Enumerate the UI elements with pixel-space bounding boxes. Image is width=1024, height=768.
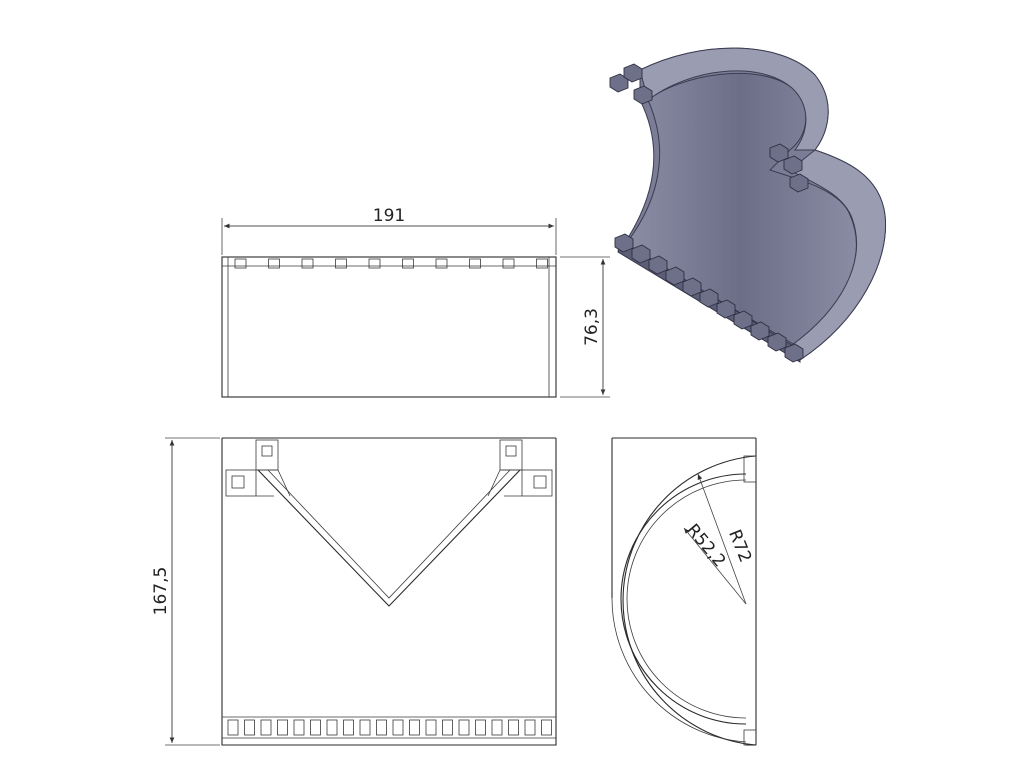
isometric-tooth: [682, 277, 702, 297]
top-view-tooth: [402, 258, 414, 269]
top-view: [221, 256, 557, 398]
isometric-tooth: [648, 255, 668, 275]
front-view-tooth: [343, 719, 354, 736]
top-view-tooth: [335, 258, 347, 269]
inner-radius-label: R52,2: [682, 520, 729, 571]
top-view-teeth: [234, 258, 548, 269]
top-view-tooth: [268, 258, 280, 269]
isometric-tooth: [614, 233, 634, 253]
isometric-bottom-teeth: [614, 233, 804, 363]
front-view-tooth: [409, 719, 420, 736]
width-dimension-label: 191: [373, 206, 405, 226]
front-view-tooth: [442, 719, 453, 736]
isometric-tooth: [633, 85, 653, 105]
front-right-joint: [487, 439, 553, 497]
front-view-teeth: [227, 719, 552, 736]
top-view-tooth: [234, 258, 247, 269]
top-view-tooth: [502, 258, 515, 269]
isometric-tooth: [750, 321, 770, 341]
isometric-tooth: [609, 73, 629, 93]
top-height-dimension-label: 76,3: [582, 308, 602, 346]
front-view-tooth: [227, 719, 239, 736]
front-view-tooth: [425, 719, 437, 736]
front-view-tooth: [541, 719, 552, 736]
front-height-dimension: 167,5: [151, 437, 220, 746]
top-view-tooth: [301, 258, 314, 269]
front-view-tooth: [376, 719, 387, 736]
front-left-joint: [225, 439, 291, 497]
front-view-tooth: [260, 719, 272, 736]
front-view-tooth: [326, 719, 338, 736]
isometric-tooth: [665, 266, 685, 286]
isometric-tooth: [789, 173, 809, 193]
outer-radius-label: R72: [724, 527, 755, 566]
isometric-tooth: [631, 244, 651, 264]
front-view-tooth: [524, 719, 536, 736]
front-view-tooth: [277, 719, 288, 736]
front-view-tooth: [475, 719, 486, 736]
width-dimension: 191: [221, 206, 557, 255]
front-view: [221, 437, 557, 746]
isometric-tooth: [699, 288, 719, 308]
front-view-tooth: [392, 719, 404, 736]
front-view-tooth: [359, 719, 371, 736]
front-view-tooth: [491, 719, 503, 736]
top-view-tooth: [368, 258, 381, 269]
isometric-tooth: [623, 63, 643, 83]
side-view: R72 R52,2: [611, 437, 757, 746]
front-view-tooth: [310, 719, 321, 736]
front-view-tooth: [244, 719, 255, 736]
front-view-tooth: [458, 719, 470, 736]
isometric-tooth: [767, 332, 787, 352]
top-view-tooth: [469, 258, 481, 269]
top-height-dimension: 76,3: [560, 256, 610, 398]
front-view-tooth: [293, 719, 305, 736]
top-view-tooth: [536, 258, 548, 269]
isometric-middle-joint: [769, 143, 809, 193]
isometric-tooth: [783, 155, 803, 175]
isometric-tooth: [716, 299, 736, 319]
top-view-tooth: [435, 258, 448, 269]
isometric-top-teeth: [609, 63, 653, 105]
isometric-view: [609, 47, 887, 363]
front-view-tooth: [508, 719, 519, 736]
isometric-tooth: [784, 343, 804, 363]
front-height-dimension-label: 167,5: [151, 567, 171, 616]
isometric-tooth: [733, 310, 753, 330]
